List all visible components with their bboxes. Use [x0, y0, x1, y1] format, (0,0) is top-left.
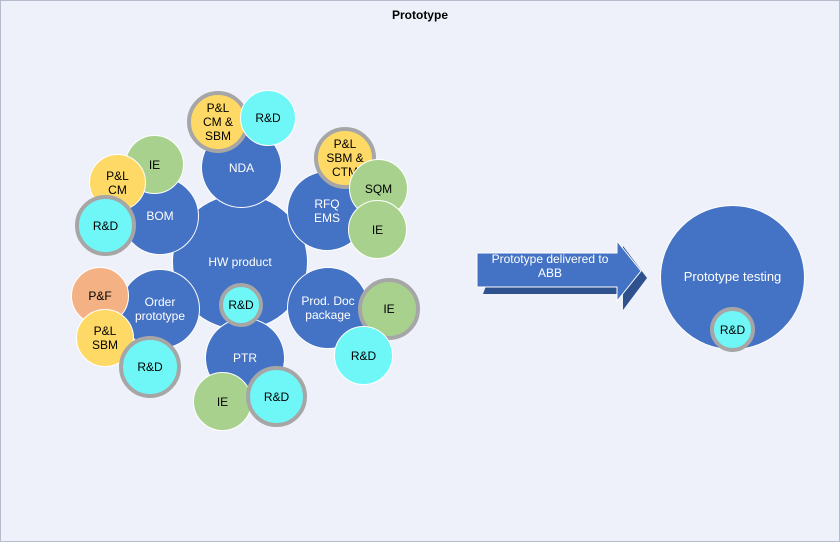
badge-ptr-rd: R&D — [246, 366, 307, 427]
badge-rfq-ie: IE — [348, 200, 407, 259]
badge-prod-doc-rd: R&D — [334, 326, 393, 385]
prototype-testing-label: Prototype testing — [683, 269, 782, 284]
diagram-title: Prototype — [391, 8, 448, 22]
badge-rfq-pl-sbm-ctm: P&L SBM & CTM — [314, 127, 376, 189]
badge-nda-pl-cm-sbm: P&L CM & SBM — [187, 91, 249, 153]
delivery-arrow-icon — [476, 239, 647, 310]
badge-nda-rd: R&D — [240, 90, 296, 146]
badge-bom-rd: R&D — [75, 195, 136, 256]
node-order-prototype: Order prototype — [120, 269, 200, 349]
arrow-label: Prototype delivered to ABB — [491, 252, 609, 280]
badge-ptr-ie: IE — [193, 372, 252, 431]
badge-order-rd: R&D — [119, 336, 181, 398]
badge-hub-rd: R&D — [219, 283, 263, 327]
badge-testing-rd: R&D — [710, 307, 755, 352]
